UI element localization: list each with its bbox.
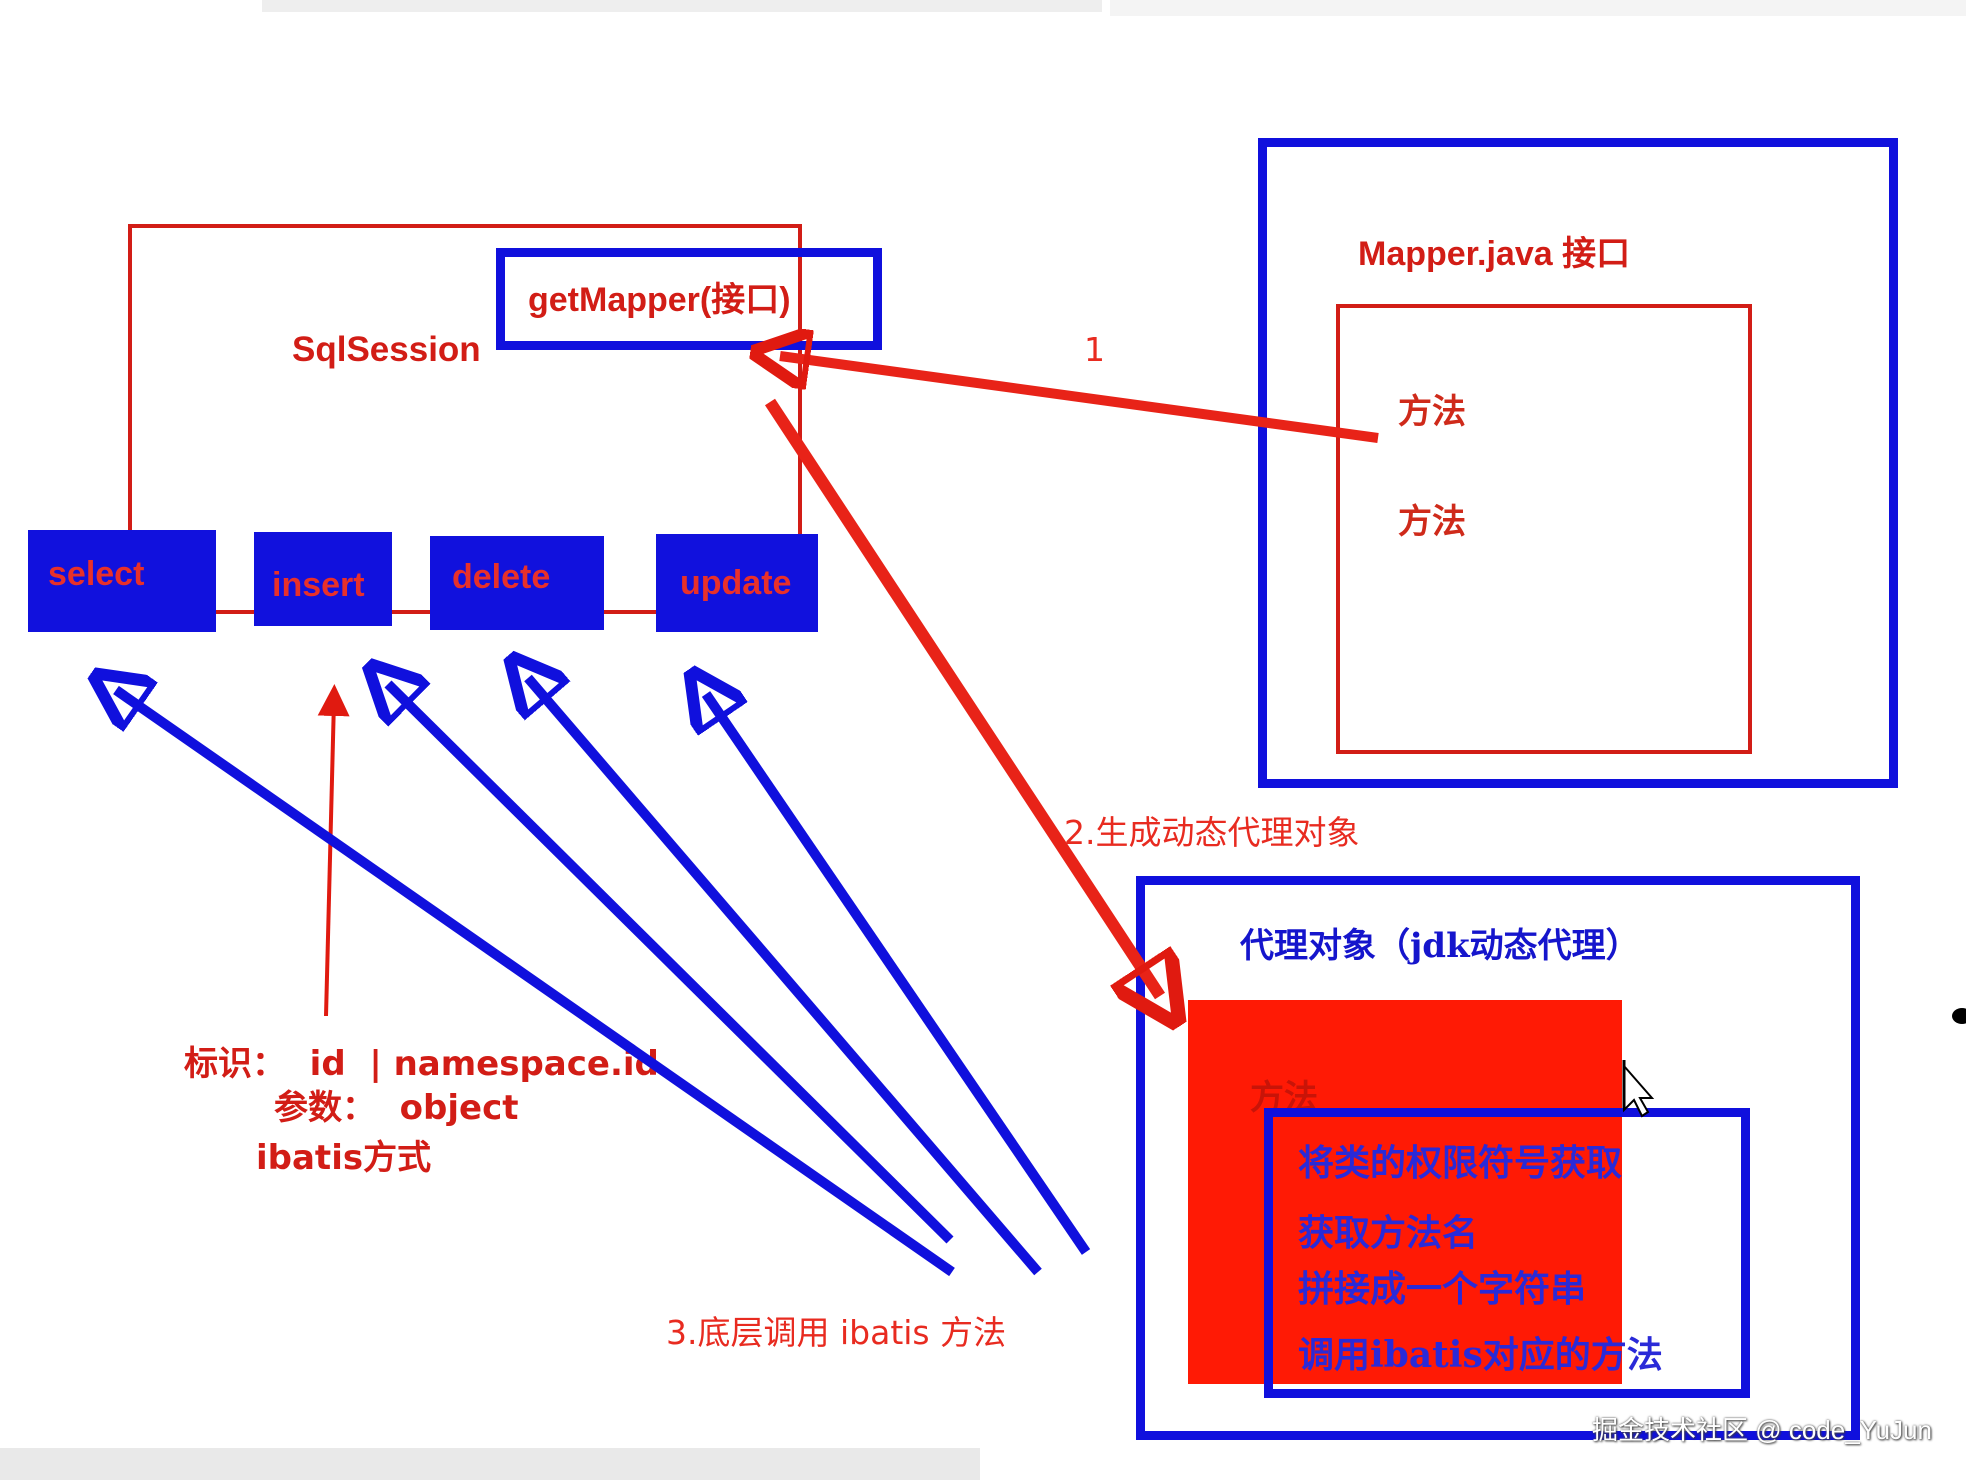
top-edge-bar-right (1110, 0, 1966, 16)
proxy-title: 代理对象（jdk动态代理） (1240, 926, 1640, 966)
proxy-object-box (1136, 876, 1860, 1440)
arrow-proxy-to-select (116, 690, 955, 1277)
arrow-note-to-insert (317, 684, 350, 1017)
ibatis-note-mode: ibatis方式 (256, 1138, 432, 1178)
ibatis-note-param: 参数： object (274, 1088, 519, 1128)
mapper-method-2: 方法 (1398, 502, 1466, 542)
sqlsession-title: SqlSession (292, 330, 481, 369)
ibatis-note-id: 标识： id | namespace.id (184, 1044, 659, 1084)
mapper-methods-frame (1336, 304, 1752, 754)
update-box: update (656, 534, 818, 632)
arrow-proxy-to-insert (388, 684, 954, 1244)
select-box: select (28, 530, 216, 632)
proxy-step-3: 拼接成一个字符串 (1298, 1268, 1587, 1310)
arrow-proxy-to-delete (528, 678, 1042, 1276)
proxy-step-2: 获取方法名 (1298, 1212, 1479, 1254)
proxy-method-fill (1188, 1000, 1622, 1384)
watermark: 掘金技术社区 @ code_YuJun (1592, 1415, 1932, 1445)
edge-dot-icon (1952, 1008, 1966, 1024)
top-edge-bar (262, 0, 1102, 12)
arrow-label-step3: 3.底层调用 ibatis 方法 (666, 1313, 1007, 1352)
arrow-label-step2: 2.生成动态代理对象 (1064, 813, 1360, 852)
get-mapper-label: getMapper(接口) (528, 281, 791, 319)
bottom-taskbar-strip (0, 1448, 980, 1480)
proxy-step-1: 将类的权限符号获取 (1298, 1142, 1623, 1184)
proxy-step-4: 调用ibatis对应的方法 (1298, 1334, 1663, 1376)
mapper-title: Mapper.java 接口 (1358, 235, 1631, 273)
arrow-label-step1: 1 (1084, 330, 1105, 369)
mapper-interface-box (1258, 138, 1898, 788)
arrow-sqlsession-to-proxy (764, 398, 1160, 996)
get-mapper-box (496, 248, 882, 350)
delete-box: delete (430, 536, 604, 630)
mapper-method-1: 方法 (1398, 392, 1466, 432)
arrow-proxy-to-update (706, 694, 1091, 1255)
proxy-steps-box (1264, 1108, 1750, 1398)
insert-box: insert (254, 532, 392, 626)
